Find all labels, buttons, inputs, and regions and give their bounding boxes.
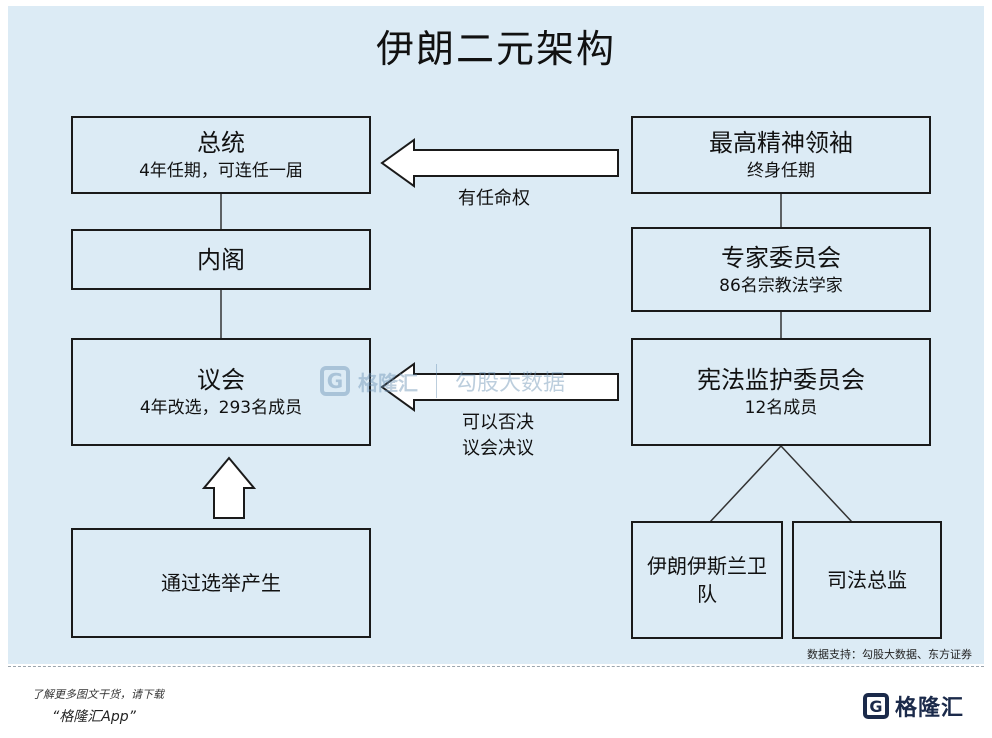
supreme-leader-title: 最高精神领袖 xyxy=(709,129,853,157)
watermark-logo-icon: G xyxy=(320,366,350,396)
arrow-veto-label-line2: 议会决议 xyxy=(462,438,534,459)
irgc-title: 伊朗伊斯兰卫队 xyxy=(647,554,767,606)
brand-logo-icon: G xyxy=(862,693,889,719)
brand-logo-text: 格隆汇 xyxy=(894,696,964,721)
president-title: 总统 xyxy=(197,129,245,157)
arrow-veto xyxy=(380,362,619,412)
arrow-appoint xyxy=(380,138,619,188)
guardian-council-title: 宪法监护委员会 xyxy=(697,366,865,394)
cabinet-title: 内阁 xyxy=(197,245,245,274)
brand-logo: G 格隆汇 xyxy=(862,690,964,722)
parliament-title: 议会 xyxy=(197,366,245,394)
footer-divider xyxy=(8,666,984,667)
footer-download-text: 了解更多图文干货，请下载 xyxy=(32,688,164,701)
election-title: 通过选举产生 xyxy=(161,571,281,595)
election-box: 通过选举产生 xyxy=(71,528,371,638)
watermark-brand: 格隆汇 xyxy=(358,370,418,395)
experts-title: 专家委员会 xyxy=(721,243,841,272)
irgc-box: 伊朗伊斯兰卫队 xyxy=(631,521,783,639)
arrow-veto-label-line1: 可以否决 xyxy=(462,412,534,433)
arrow-appoint-label: 有任命权 xyxy=(458,188,530,209)
arrow-election xyxy=(201,456,257,519)
guardian-council-box: 宪法监护委员会 12名成员 xyxy=(631,338,931,446)
footer-app-name: “格隆汇App” xyxy=(52,709,136,725)
president-detail: 4年任期，可连任一届 xyxy=(139,161,303,181)
diagram-title: 伊朗二元架构 xyxy=(375,27,616,71)
connector-guardian-irgc xyxy=(709,445,782,523)
watermark-data: 勾股大数据 xyxy=(455,371,566,396)
parliament-detail: 4年改选，293名成员 xyxy=(139,398,303,418)
president-box: 总统 4年任期，可连任一届 xyxy=(71,116,371,194)
watermark-separator xyxy=(436,364,437,398)
judiciary-box: 司法总监 xyxy=(792,521,942,639)
experts-detail: 86名宗教法学家 xyxy=(719,275,843,296)
experts-box: 专家委员会 86名宗教法学家 xyxy=(631,227,931,312)
supreme-leader-detail: 终身任期 xyxy=(747,161,815,181)
cabinet-box: 内阁 xyxy=(71,229,371,290)
parliament-box: 议会 4年改选，293名成员 xyxy=(71,338,371,446)
watermark: G 格隆汇 勾股大数据 xyxy=(320,364,565,398)
judiciary-title: 司法总监 xyxy=(827,568,907,592)
source-note: 数据支持：勾股大数据、东方证券 xyxy=(807,648,972,661)
supreme-leader-box: 最高精神领袖 终身任期 xyxy=(631,116,931,194)
guardian-council-detail: 12名成员 xyxy=(744,398,818,418)
connector-guardian-judiciary xyxy=(780,445,853,523)
